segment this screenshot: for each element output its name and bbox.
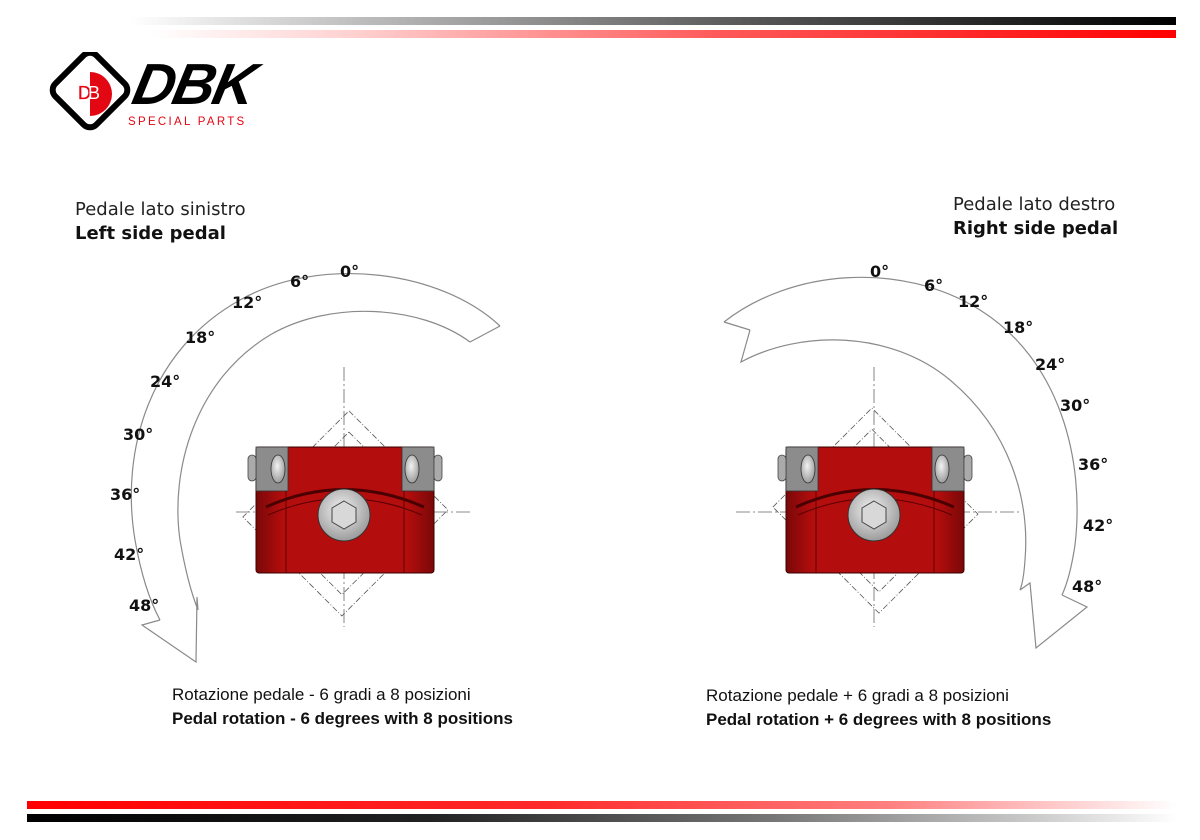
left-angle-12: 12° (232, 293, 263, 312)
left-title-italian: Pedale lato sinistro (75, 199, 246, 220)
svg-text:D: D (78, 83, 91, 103)
right-title-english: Right side pedal (953, 218, 1119, 239)
left-pedal-bracket (236, 367, 471, 627)
brand-tagline: SPECIAL PARTS (128, 116, 247, 128)
left-caption-english: Pedal rotation - 6 degrees with 8 positi… (172, 709, 514, 728)
right-rotation-arrow-icon (723, 276, 1089, 650)
right-angle-30: 30° (1060, 396, 1091, 415)
right-angle-0: 0° (870, 262, 890, 281)
right-angle-48: 48° (1072, 577, 1103, 596)
left-angle-30: 30° (123, 425, 154, 444)
left-angle-18: 18° (185, 328, 216, 347)
right-title-italian: Pedale lato destro (953, 194, 1116, 215)
left-angle-24: 24° (150, 372, 181, 391)
right-angle-6: 6° (924, 276, 944, 295)
bottom-black-stripe (27, 814, 1177, 822)
top-gray-stripe (130, 17, 1176, 25)
left-angle-0: 0° (340, 262, 360, 281)
right-angle-36: 36° (1078, 455, 1109, 474)
left-title-english: Left side pedal (75, 223, 226, 244)
logo-diamond-icon: D B (49, 52, 131, 131)
left-angle-6: 6° (290, 272, 310, 291)
left-angle-48: 48° (129, 596, 160, 615)
dbk-logo: D B DBK SPECIAL PARTS (48, 52, 338, 142)
left-angle-36: 36° (110, 485, 141, 504)
left-caption-italian: Rotazione pedale - 6 gradi a 8 posizioni (172, 685, 471, 704)
right-angle-18: 18° (1003, 318, 1034, 337)
right-caption-italian: Rotazione pedale + 6 gradi a 8 posizioni (706, 686, 1009, 705)
svg-text:B: B (88, 83, 100, 103)
left-rotation-arrow-icon (130, 273, 501, 664)
right-caption-english: Pedal rotation + 6 degrees with 8 positi… (706, 710, 1052, 729)
right-pedal-bracket (736, 367, 1021, 627)
right-angle-12: 12° (958, 292, 989, 311)
bottom-red-stripe (27, 801, 1177, 809)
top-red-stripe (150, 30, 1176, 38)
right-angle-42: 42° (1083, 516, 1114, 535)
right-angle-24: 24° (1035, 355, 1066, 374)
left-angle-42: 42° (114, 545, 145, 564)
